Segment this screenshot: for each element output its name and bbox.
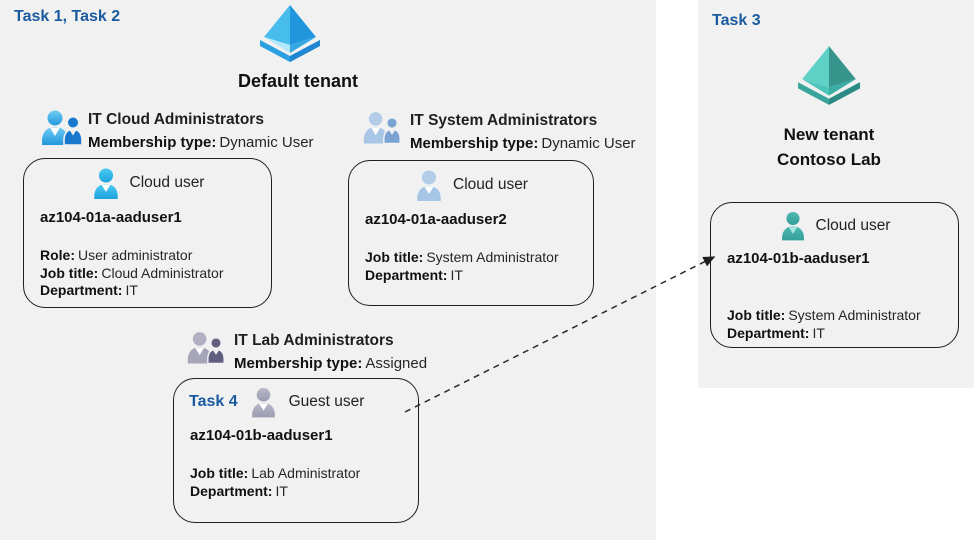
card-header: Task 4 Guest user [174, 386, 418, 418]
membership-type-value: Dynamic User [219, 134, 314, 151]
role-label: Role: [40, 247, 75, 263]
membership-type-value: Dynamic User [541, 135, 636, 152]
department-value: IT [125, 282, 138, 298]
group-it-lab-administrators: IT Lab Administrators Membership type:As… [186, 330, 486, 374]
user-type-label: Cloud user [453, 176, 528, 193]
new-tenant-title-line2: Contoso Lab [777, 150, 881, 169]
membership-type-label: Membership type: [88, 134, 217, 151]
department-label: Department: [40, 282, 123, 298]
attr-role: Role:User administrator [40, 247, 271, 265]
user-card-az104-01a-aaduser2: Cloud user az104-01a-aaduser2 Job title:… [348, 160, 594, 306]
membership-type-label: Membership type: [234, 355, 363, 372]
job-title-value: System Administrator [426, 249, 559, 265]
job-title-value: System Administrator [788, 307, 921, 323]
user-attributes: Job title:System Administrator Departmen… [365, 249, 593, 284]
guest-user-icon [251, 387, 275, 418]
card-header: Cloud user [711, 210, 958, 241]
azure-ad-pyramid-teal-icon [798, 46, 860, 105]
group-name: IT System Administrators [410, 112, 598, 129]
card-header: Cloud user [349, 168, 593, 202]
new-tenant-title: New tenant Contoso Lab [698, 122, 960, 172]
department-label: Department: [365, 266, 448, 283]
user-type-label: Guest user [288, 393, 365, 410]
user-attributes: Role:User administrator Job title:Cloud … [40, 247, 271, 300]
group-people-icon [362, 110, 402, 151]
job-title-label: Job title: [727, 307, 786, 323]
job-title-label: Job title: [190, 465, 249, 481]
job-title-label: Job title: [365, 249, 424, 265]
membership-type-value: Assigned [365, 355, 428, 372]
group-it-cloud-administrators: IT Cloud Administrators Membership type:… [40, 109, 340, 153]
group-membership: Membership type:Assigned [234, 355, 427, 372]
attr-department: Department:IT [727, 325, 958, 343]
attr-job-title: Job title:System Administrator [365, 249, 593, 267]
department-value: IT [275, 482, 288, 499]
user-type-label: Cloud user [129, 174, 205, 191]
role-value: User administrator [78, 247, 193, 263]
cloud-user-icon [93, 168, 118, 199]
group-people-icon [186, 330, 226, 371]
cloud-user-icon [417, 170, 441, 201]
user-name: az104-01a-aaduser1 [40, 209, 182, 226]
group-people-icon [40, 109, 84, 152]
membership-type-label: Membership type: [410, 135, 539, 152]
department-label: Department: [727, 324, 810, 341]
user-name: az104-01b-aaduser1 [727, 250, 870, 267]
default-tenant-title: Default tenant [237, 71, 358, 91]
attr-department: Department:IT [40, 282, 271, 300]
department-label: Department: [190, 482, 273, 499]
card-header: Cloud user [24, 166, 271, 200]
attr-job-title: Job title:Cloud Administrator [40, 265, 271, 283]
group-it-system-administrators: IT System Administrators Membership type… [362, 110, 662, 154]
department-value: IT [812, 324, 825, 341]
department-value: IT [450, 266, 463, 283]
group-name: IT Cloud Administrators [88, 111, 264, 128]
job-title-label: Job title: [40, 264, 99, 281]
attr-job-title: Job title:Lab Administrator [190, 465, 418, 483]
group-membership: Membership type:Dynamic User [88, 134, 314, 151]
task-1-2-label: Task 1, Task 2 [14, 8, 121, 25]
guest-user-card-az104-01b-aaduser1: Task 4 Guest user az104-01b-aaduser1 Job… [173, 378, 419, 523]
new-tenant-icon [795, 44, 863, 113]
attr-department: Department:IT [365, 267, 593, 285]
user-attributes: Job title:Lab Administrator Department:I… [190, 465, 418, 500]
user-name: az104-01b-aaduser1 [190, 427, 333, 444]
azure-ad-pyramid-blue-icon [260, 5, 320, 62]
job-title-value: Lab Administrator [251, 465, 361, 481]
task-3-label: Task 3 [712, 12, 761, 29]
user-type-label: Cloud user [815, 216, 891, 234]
user-card-new-tenant-az104-01b-aaduser1: Cloud user az104-01b-aaduser1 Job title:… [710, 202, 959, 348]
group-name: IT Lab Administrators [234, 332, 394, 349]
user-card-az104-01a-aaduser1: Cloud user az104-01a-aaduser1 Role:User … [23, 158, 272, 308]
user-name: az104-01a-aaduser2 [365, 211, 507, 228]
attr-job-title: Job title:System Administrator [727, 307, 958, 325]
new-tenant-title-line1: New tenant [783, 125, 875, 144]
group-membership: Membership type:Dynamic User [410, 135, 636, 152]
azure-ad-tenant-icon [258, 3, 322, 70]
user-attributes: Job title:System Administrator Departmen… [727, 307, 958, 342]
task-4-label: Task 4 [189, 393, 238, 410]
attr-department: Department:IT [190, 483, 418, 501]
cloud-user-icon [781, 211, 804, 241]
job-title-value: Cloud Administrator [101, 264, 224, 281]
